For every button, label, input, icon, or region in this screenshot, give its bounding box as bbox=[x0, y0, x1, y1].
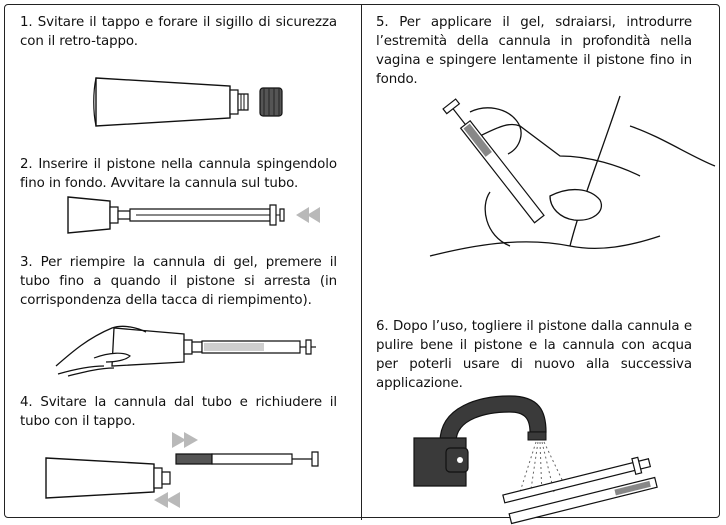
step-6-illustration bbox=[410, 392, 670, 516]
step-1-illustration bbox=[90, 72, 290, 132]
step-5-text: 5. Per applicare il gel, sdraiarsi, intr… bbox=[376, 15, 692, 87]
column-divider bbox=[361, 4, 362, 520]
page-frame bbox=[4, 4, 720, 518]
step-1-text: 1. Svitare il tappo e forare il sigillo … bbox=[20, 15, 337, 49]
step-3-illustration bbox=[54, 322, 324, 382]
step-2-illustration bbox=[64, 193, 320, 237]
step-4-illustration bbox=[40, 432, 330, 508]
step-2-text: 2. Inserire il pistone nella cannula spi… bbox=[20, 157, 337, 191]
step-4-text: 4. Svitare la cannula dal tubo e richiud… bbox=[20, 395, 337, 429]
step-5-illustration bbox=[430, 96, 720, 271]
step-3-text: 3. Per riempire la cannula di gel, preme… bbox=[20, 255, 337, 308]
step-6-text: 6. Dopo l’uso, togliere il pistone dalla… bbox=[376, 319, 692, 391]
